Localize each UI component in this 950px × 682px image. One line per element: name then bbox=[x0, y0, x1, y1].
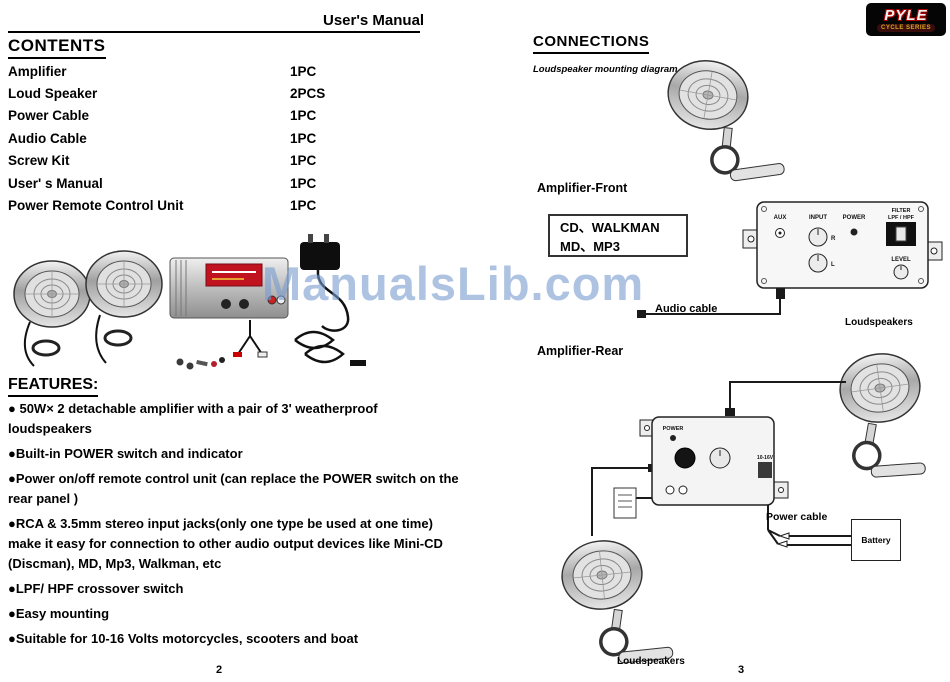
front-right-jack-label: R bbox=[831, 236, 836, 242]
audio-cable-label: Audio cable bbox=[655, 303, 718, 315]
front-level-label: LEVEL bbox=[891, 257, 911, 263]
photo-speakers bbox=[13, 250, 163, 367]
contents-row: Loud Speaker 2PCS bbox=[8, 82, 348, 104]
contents-item-label: Amplifier bbox=[8, 63, 67, 79]
audio-source-box: CD、WALKMAN MD、MP3 bbox=[548, 214, 688, 257]
right-loudspeaker bbox=[834, 348, 935, 489]
connections-heading: CONNECTIONS bbox=[533, 33, 650, 54]
amplifier-rear-panel: POWER 10-16V bbox=[591, 381, 851, 548]
left-page-number: 2 bbox=[216, 664, 223, 676]
contents-item-label: Screw Kit bbox=[8, 153, 70, 169]
remote-control-module bbox=[613, 487, 637, 519]
front-aux-label: AUX bbox=[774, 215, 787, 221]
rear-voltage-label: 10-16V bbox=[757, 455, 774, 461]
contents-item-label: Power Remote Control Unit bbox=[8, 198, 184, 214]
feature-item: ● 50W× 2 detachable amplifier with a pai… bbox=[8, 401, 378, 436]
contents-item-label: Power Cable bbox=[8, 108, 90, 124]
audio-source-line2: MD、MP3 bbox=[560, 239, 620, 254]
loudspeakers-bottom-label: Loudspeakers bbox=[617, 656, 685, 667]
contents-item-qty: 1PC bbox=[290, 175, 317, 191]
contents-row: Power Remote Control Unit 1PC bbox=[8, 194, 348, 216]
mounting-diagram-caption: Loudspeaker mounting diagram bbox=[533, 64, 678, 75]
loudspeakers-right-label: Loudspeakers bbox=[845, 317, 913, 328]
pyle-logo-series: CYCLE SERIES bbox=[876, 23, 935, 32]
features-list: ● 50W× 2 detachable amplifier with a pai… bbox=[8, 399, 462, 654]
feature-item: ●Power on/off remote control unit (can r… bbox=[8, 471, 459, 506]
contents-item-label: Loud Speaker bbox=[8, 86, 98, 102]
front-input-label: INPUT bbox=[809, 215, 827, 221]
audio-source-line1: CD、WALKMAN bbox=[560, 220, 660, 235]
contents-row: Amplifier 1PC bbox=[8, 60, 348, 82]
amplifier-front-panel: AUX INPUT POWER FILTER LPF / HPF R L LEV… bbox=[637, 201, 943, 318]
feature-item: ●Easy mounting bbox=[8, 606, 110, 621]
contents-item-label: User' s Manual bbox=[8, 175, 103, 191]
contents-item-qty: 2PCS bbox=[290, 86, 326, 102]
photo-cables bbox=[233, 320, 366, 366]
amplifier-rear-label: Amplifier-Rear bbox=[537, 344, 624, 358]
rear-power-label: POWER bbox=[663, 426, 684, 432]
front-filter-mode-label: LPF / HPF bbox=[888, 215, 915, 221]
features-heading: FEATURES: bbox=[8, 376, 99, 397]
mounting-diagram-speaker bbox=[661, 53, 791, 189]
contents-row: Audio Cable 1PC bbox=[8, 127, 348, 149]
bottom-loudspeaker bbox=[557, 536, 681, 670]
battery-label: Battery bbox=[861, 535, 891, 545]
connections-diagram: AUX INPUT POWER FILTER LPF / HPF R L LEV… bbox=[557, 53, 943, 670]
right-page-number: 3 bbox=[738, 664, 745, 676]
contents-row: Power Cable 1PC bbox=[8, 105, 348, 127]
product-photo-illustration bbox=[13, 234, 366, 370]
contents-item-label: Audio Cable bbox=[8, 130, 87, 146]
contents-item-qty: 1PC bbox=[290, 130, 317, 146]
photo-power-adapter bbox=[300, 234, 350, 332]
feature-item: ●RCA & 3.5mm stereo input jacks(only one… bbox=[8, 516, 443, 571]
contents-list: Amplifier 1PC Loud Speaker 2PCS Power Ca… bbox=[8, 60, 348, 217]
pyle-logo: PYLE CYCLE SERIES bbox=[866, 3, 946, 36]
contents-row: Screw Kit 1PC bbox=[8, 150, 348, 172]
front-filter-label: FILTER bbox=[892, 208, 911, 214]
front-power-label: POWER bbox=[843, 215, 866, 221]
front-left-jack-label: L bbox=[831, 262, 835, 268]
contents-item-qty: 1PC bbox=[290, 153, 317, 169]
photo-amplifier bbox=[169, 257, 289, 319]
contents-item-qty: 1PC bbox=[290, 108, 317, 124]
contents-row: User' s Manual 1PC bbox=[8, 172, 348, 194]
page-title: User's Manual bbox=[323, 12, 425, 29]
feature-item: ●Built-in POWER switch and indicator bbox=[8, 446, 243, 461]
contents-item-qty: 1PC bbox=[290, 63, 317, 79]
contents-heading: CONTENTS bbox=[8, 36, 106, 59]
contents-item-qty: 1PC bbox=[290, 198, 317, 214]
pyle-logo-text: PYLE bbox=[884, 6, 928, 24]
header-divider bbox=[8, 31, 420, 33]
feature-item: ●Suitable for 10-16 Volts motorcycles, s… bbox=[8, 631, 359, 646]
power-cable-label: Power cable bbox=[766, 511, 828, 523]
battery-box: Battery bbox=[851, 519, 901, 561]
photo-screw-kit bbox=[176, 357, 225, 370]
feature-item: ●LPF/ HPF crossover switch bbox=[8, 581, 184, 596]
amplifier-front-label: Amplifier-Front bbox=[537, 181, 628, 195]
